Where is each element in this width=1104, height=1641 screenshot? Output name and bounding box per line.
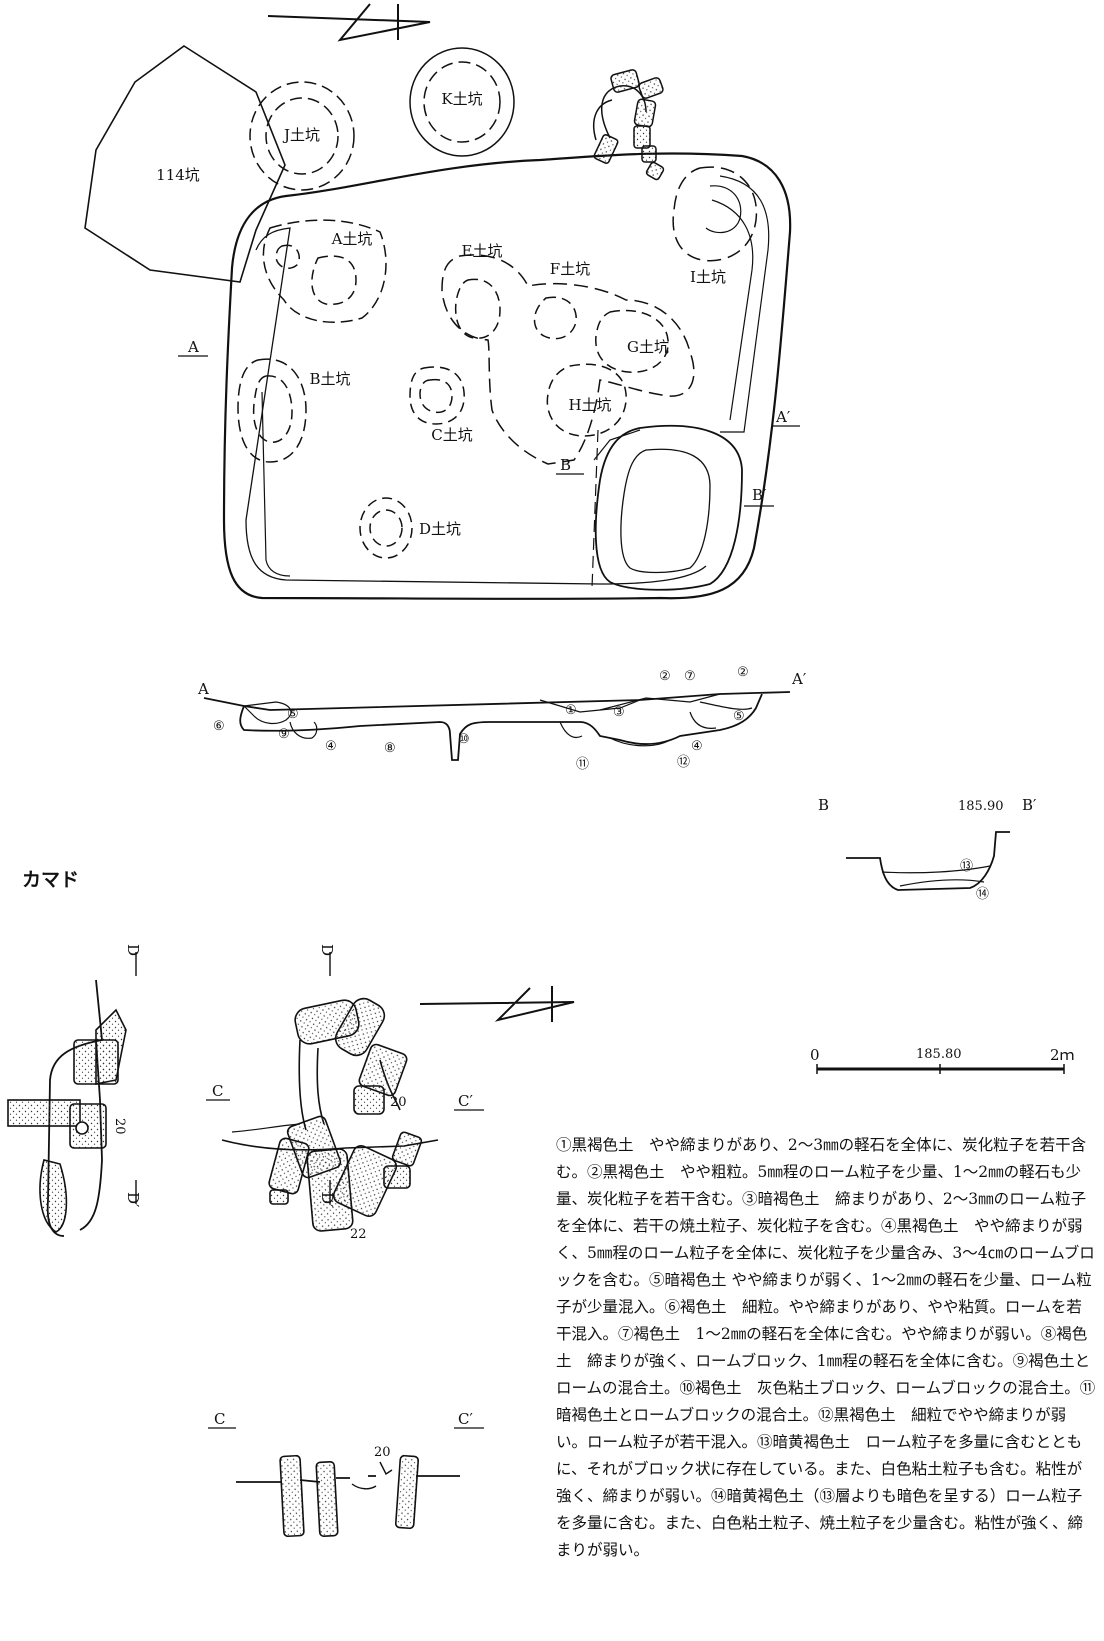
pit-i-label: I土坑 [690, 268, 726, 286]
section-a-labels: A A′ ① ② ② ③ ④ ④ ⑤ ⑤ ⑥ ⑦ ⑧ ⑨ ⑩ ⑪ ⑫ [197, 665, 807, 772]
d-mid-top-label: D [318, 944, 336, 956]
scale-end-label: 2ｍ [1050, 1046, 1075, 1064]
d-mid-bottom-label: D′ [318, 1192, 336, 1208]
layer-10-label: ⑩ [458, 732, 470, 747]
layer-14-label: ⑭ [976, 887, 989, 902]
section-mark-a-prime: A′ [775, 408, 791, 426]
c-section-prime-label: C′ [458, 1410, 473, 1428]
plan-labels: K土坑 J土坑 114坑 A土坑 E土坑 F土坑 I土坑 G土坑 B土坑 H土坑… [156, 90, 791, 538]
d-left-top-label: D [124, 944, 142, 956]
dwelling-plan [84, 45, 800, 600]
section-b-start-label: B [818, 796, 829, 814]
note-layer-9: ⑨褐色土とロームの混合土。 [556, 1352, 1091, 1397]
inner-trench-line-3 [711, 199, 754, 421]
kamado-profile-labels: D D′ 20 [112, 944, 142, 1208]
north-arrow-icon [267, 3, 431, 42]
scale-start-label: 0 [810, 1046, 820, 1064]
layer-11-label: ⑪ [576, 757, 589, 772]
artifact-20-label-c: 20 [374, 1445, 391, 1460]
note-layer-1: ①黒褐色土 やや締まりがあり、2～3㎜の軽石を全体に、炭化粒子を若干含む。 [556, 1136, 1087, 1181]
layer-12-label: ⑫ [677, 755, 690, 770]
note-layer-6: ⑥褐色土 細粒。やや締まりがあり、やや粘質。ロームを若干混入。 [556, 1298, 1082, 1343]
pit-e-label: E土坑 [462, 242, 503, 260]
section-b-elevation: 185.90 [958, 799, 1004, 814]
note-layer-7: ⑦褐色土 1～2㎜の軽石を全体に含む。やや締まりが弱い。 [618, 1325, 1041, 1343]
kamado-profile-d [7, 952, 137, 1237]
d-left-bottom-label: D′ [124, 1192, 142, 1208]
layer-8-label: ⑧ [384, 741, 396, 756]
section-b-labels: B B′ 185.90 ⑬ ⑭ [818, 796, 1037, 902]
section-mark-b-prime: B′ [752, 486, 767, 504]
note-layer-12: ⑫黒褐色土 細粒でやや締まりが弱い。ローム粒子が若干混入。 [556, 1406, 1067, 1451]
pit-h-label: H土坑 [568, 396, 611, 414]
c-section-label: C [214, 1410, 225, 1428]
inner-trench-line [261, 391, 291, 577]
artifact-20-label-a: 20 [112, 1118, 127, 1135]
note-layer-11: ⑪暗褐色土とロームブロックの混合土。 [556, 1379, 1096, 1424]
pit-j-label: J土坑 [282, 126, 320, 144]
kamado-section-stones [279, 1454, 420, 1538]
pit-a-label: A土坑 [331, 230, 373, 248]
pit-k-label: K土坑 [441, 90, 482, 108]
note-layer-2: ②黒褐色土 やや粗粒。5㎜程のローム粒子を少量、1～2㎜の軽石も少量、炭化粒子を… [556, 1163, 1082, 1208]
section-a-end-label: A′ [791, 670, 807, 688]
section-a-a-prime [203, 691, 791, 761]
artifact-22-label: 22 [350, 1227, 367, 1242]
kamado-plan [206, 952, 484, 1204]
inner-trench-line-2 [719, 175, 770, 433]
c-plan-prime-label: C′ [458, 1092, 473, 1110]
scale-bar-labels: 0 185.80 2ｍ [810, 1046, 1075, 1064]
kamado-stones-plan [593, 69, 665, 181]
section-a-start-label: A [197, 680, 209, 698]
pit-f-label: F土坑 [550, 260, 590, 278]
kamado-section-c [208, 1427, 484, 1490]
kamado-plan-stones [268, 997, 423, 1232]
pit-g-label: G土坑 [627, 338, 669, 356]
note-layer-3: ③暗褐色土 締まりがあり、2～3㎜のローム粒子を全体に、若干の焼土粒子、炭化粒子… [556, 1190, 1087, 1235]
layer-descriptions: ①黒褐色土 やや締まりがあり、2～3㎜の軽石を全体に、炭化粒子を若干含む。②黒褐… [556, 1132, 1096, 1564]
layer-2b-label: ② [737, 665, 749, 680]
layer-5b-label: ⑤ [733, 709, 745, 724]
section-mark-b: B [560, 456, 571, 474]
layer-2-label: ② [659, 669, 671, 684]
note-layer-5: ⑤暗褐色土 やや締まりが弱く、1～2㎜の軽石を少量、ローム粒子が少量混入。 [556, 1271, 1092, 1316]
scale-bar [816, 1064, 1065, 1074]
storage-pit-outline [594, 424, 743, 591]
note-layer-4: ④黒褐色土 やや締まりが弱く、5㎜程のローム粒子を全体に、炭化粒子を少量含み、3… [556, 1217, 1095, 1289]
kamado-plan-labels: D D′ C C′ 20 22 [212, 944, 473, 1242]
layer-7-label: ⑦ [684, 669, 696, 684]
pit-114-outline [84, 45, 286, 283]
note-layer-10: ⑩褐色土 灰色粘土ブロック、ロームブロックの混合土。 [679, 1379, 1080, 1397]
kamado-title: カマド [22, 869, 79, 891]
layer-13-label: ⑬ [960, 859, 973, 874]
note-layer-14: ⑭暗黄褐色土（⑬層よりも暗色を呈する）ローム粒子を多量に含む。また、白色粘土粒子… [556, 1487, 1084, 1559]
north-arrow-kamado-icon [419, 986, 575, 1022]
scale-elevation-label: 185.80 [916, 1047, 962, 1062]
note-layer-13: ⑬暗黄褐色土 ローム粒子を多量に含むとともに、それがブロック状に存在している。ま… [556, 1433, 1083, 1505]
layer-9-label: ⑨ [278, 727, 290, 742]
pit-c-label: C土坑 [431, 426, 472, 444]
section-mark-a: A [187, 338, 199, 356]
pit-i-outline [672, 166, 758, 262]
layer-5-label: ⑤ [287, 707, 299, 722]
section-b-end-label: B′ [1022, 796, 1037, 814]
pit-114-label: 114坑 [156, 166, 200, 184]
layer-4-label: ④ [325, 739, 337, 754]
note-layer-8: ⑧褐色土 締まりが強く、ロームブロック、1㎜程の軽石を全体に含む。 [556, 1325, 1088, 1370]
layer-4b-label: ④ [691, 739, 703, 754]
kamado-profile-stones [39, 1008, 127, 1233]
layer-3-label: ③ [613, 705, 625, 720]
layer-6-label: ⑥ [213, 719, 225, 734]
layer-1-label: ① [565, 703, 577, 718]
section-b-b-prime [846, 831, 1010, 891]
kamado-section-labels: C C′ 20 [214, 1410, 473, 1460]
dwelling-floor-edge [245, 227, 707, 585]
artifact-20-label-b: 20 [390, 1095, 407, 1110]
pit-b-label: B土坑 [309, 370, 350, 388]
pit-d-label: D土坑 [419, 520, 461, 538]
c-plan-label: C [212, 1082, 223, 1100]
